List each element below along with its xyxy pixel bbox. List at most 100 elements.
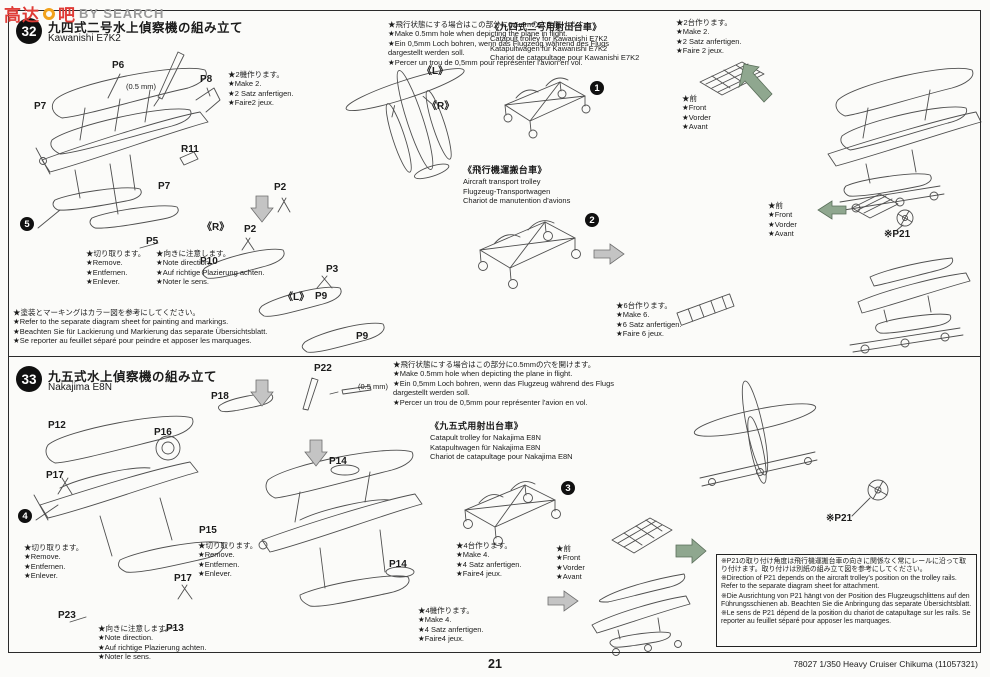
note-line: ★Enlever. — [24, 571, 58, 581]
note-line: ★Front — [682, 103, 707, 113]
note-line: ★Ein 0,5mm Loch bohren, wenn das Flugzeu… — [388, 38, 610, 58]
note-line: ★Entfernen. — [198, 559, 240, 569]
etch-plate-32b-drawing — [851, 193, 914, 231]
watermark-en: BY SEARCH — [79, 6, 165, 21]
part-label: 《L》 — [422, 66, 449, 77]
step32-title-jp: 九四式二号水上偵察機の組み立て — [48, 21, 244, 35]
part-label: 《R》 — [202, 222, 230, 233]
note-line: Catapult trolley for Nakajima E8N — [430, 433, 541, 443]
assembly-arrow-down-32 — [250, 195, 274, 223]
assembly-order-marker: 1 — [590, 81, 604, 95]
note-line: Flugzeug-Transportwagen — [463, 186, 551, 196]
step32-title-en: Kawanishi E7K2 — [48, 33, 121, 44]
note-block: ★切り取ります。★Remove.★Entfernen.★Enlever. — [198, 541, 268, 579]
note-line: ★Noter le sens. — [98, 652, 151, 662]
note-line: ★2機作ります。 — [228, 70, 284, 79]
note-block: ★4台作ります。★Make 4.★4 Satz anfertigen.★Fair… — [456, 541, 548, 579]
note-line: ★Ein 0,5mm Loch bohren, wenn das Flugzeu… — [393, 378, 615, 398]
part-label: ※P21 — [884, 229, 911, 240]
note-line: ★塗装とマーキングはカラー図を参考にしてください。 — [13, 308, 200, 317]
note-line: ★Enlever. — [198, 569, 232, 579]
note-line: ★Note direction. — [156, 258, 212, 268]
drill-icon-33 — [329, 391, 339, 395]
p21-note-jp: ※P21の取り付け角度は飛行機運搬台車の向きに関係なく常にレールに沿って取り付け… — [721, 558, 967, 573]
assembly-arrow-down-33a — [250, 379, 274, 407]
note-block: ★6台作ります。★Make 6.★6 Satz anfertigen.★Fair… — [616, 301, 708, 339]
watermark-cn-right: 吧 — [58, 6, 76, 25]
note-line: ★4 Satz anfertigen. — [418, 624, 484, 634]
part-label: P10 — [200, 256, 218, 267]
drill-icon-32 — [153, 51, 185, 107]
part-label: P9 — [356, 331, 369, 342]
note-line: ★Make 6. — [616, 310, 650, 320]
note-line: ★切り取ります。 — [198, 541, 258, 550]
product-code: 78027 1/350 Heavy Cruiser Chikuma (11057… — [793, 659, 978, 669]
e7k2-exploded-drawing — [35, 67, 221, 249]
part-label: P5 — [146, 236, 159, 247]
note-line: ★Faire4 jeux. — [418, 634, 464, 644]
step-badge-32: 32 — [16, 18, 42, 44]
note-block: ★2台作ります。★Make 2.★2 Satz anfertigen.★Fair… — [676, 18, 768, 56]
e7k2-on-transport-drawing — [849, 257, 971, 354]
note-line: ★Remove. — [24, 552, 61, 562]
note-line: ★Faire 6 jeux. — [616, 329, 664, 339]
note-line: Chariot de manutention d'avions — [463, 196, 571, 205]
part-label: P9 — [315, 291, 328, 302]
e8n-on-catapult-top-drawing — [693, 380, 818, 487]
note-line: ★前 — [556, 544, 571, 553]
part-label: P12 — [48, 420, 66, 431]
note-line: Aircraft transport trolley — [463, 177, 541, 187]
note-line: ★Percer un trou de 0,5mm pour représente… — [393, 397, 588, 407]
p21-note-en: ※Direction of P21 depends on the aircraf… — [721, 575, 957, 591]
note-block: ★前★Front★Vorder★Avant — [768, 201, 820, 239]
etch-arrow-32a — [738, 63, 773, 103]
note-line: ★Avant — [556, 572, 582, 582]
part-label: R11 — [181, 144, 199, 155]
part-label: P7 — [34, 101, 47, 112]
e8n-exploded-drawing — [33, 415, 224, 633]
note-line: ★Beachten Sie für Lackierung und Markier… — [13, 326, 268, 336]
part-label: P2 — [274, 182, 287, 193]
page-border — [8, 10, 981, 653]
p21-note-de: ※Die Ausrichtung von P21 hängt von der P… — [721, 592, 972, 608]
note-line: ★飛行状態にする場合はこの部分に0.5mmの穴を開けます。 — [393, 360, 596, 369]
note-line: ★Faire4 jeux. — [456, 569, 502, 579]
etch-arrow-33 — [675, 538, 707, 564]
part-label: P14 — [329, 456, 347, 467]
section-divider — [8, 356, 981, 357]
part-label: P7 — [158, 181, 171, 192]
note-line: ★Front — [768, 210, 793, 220]
note-line: ★Remove. — [198, 550, 235, 560]
e7k2-on-catapult-drawing — [827, 67, 982, 213]
note-line: ★Make 0.5mm hole when depicting the plan… — [393, 369, 573, 379]
note-line: ★Avant — [682, 122, 708, 132]
note-line: ★Entfernen. — [24, 561, 66, 571]
note-block: 《九四式二号用射出台車》Catapult trolley for Kawanis… — [490, 22, 690, 62]
assembly-arrow-right-32 — [593, 243, 625, 265]
note-line: Katapultwagen für Kawanishi E7K2 — [490, 43, 608, 53]
note-block: ★切り取ります。★Remove.★Entfernen.★Enlever. — [86, 249, 156, 287]
watermark-ring-icon — [43, 7, 55, 20]
note-line: Chariot de catapultage pour Kawanishi E7… — [490, 53, 640, 62]
note-block: ★前★Front★Vorder★Avant — [556, 544, 608, 582]
note-line: ★切り取ります。 — [24, 543, 84, 552]
note-line: ★Vorder — [682, 112, 711, 122]
catapult-trolley-32-drawing — [503, 77, 591, 139]
note-line: Katapultwagen für Nakajima E8N — [430, 442, 541, 452]
part-label: P22 — [314, 363, 332, 374]
note-line: ★Make 4. — [456, 550, 490, 560]
note-block: ★切り取ります。★Remove.★Entfernen.★Enlever. — [24, 543, 94, 581]
photo-etch-part-33-drawing — [611, 517, 673, 554]
part-label: P15 — [199, 525, 217, 536]
e7k2-underside-drawing — [345, 68, 465, 180]
part-label: 《R》 — [427, 101, 455, 112]
part-label: P16 — [154, 427, 172, 438]
p21-note-box: ※P21の取り付け角度は飛行機運搬台車の向きに関係なく常にレールに沿って取り付け… — [716, 554, 977, 647]
part-label: P17 — [174, 573, 192, 584]
note-line: ★Faire 2 jeux. — [676, 46, 724, 56]
note-line: 《九五式用射出台車》 — [430, 421, 524, 431]
note-line: 《飛行機運搬台車》 — [463, 165, 547, 175]
part-label: (0.5 mm) — [126, 82, 156, 91]
note-line: ★Entfernen. — [86, 267, 128, 277]
